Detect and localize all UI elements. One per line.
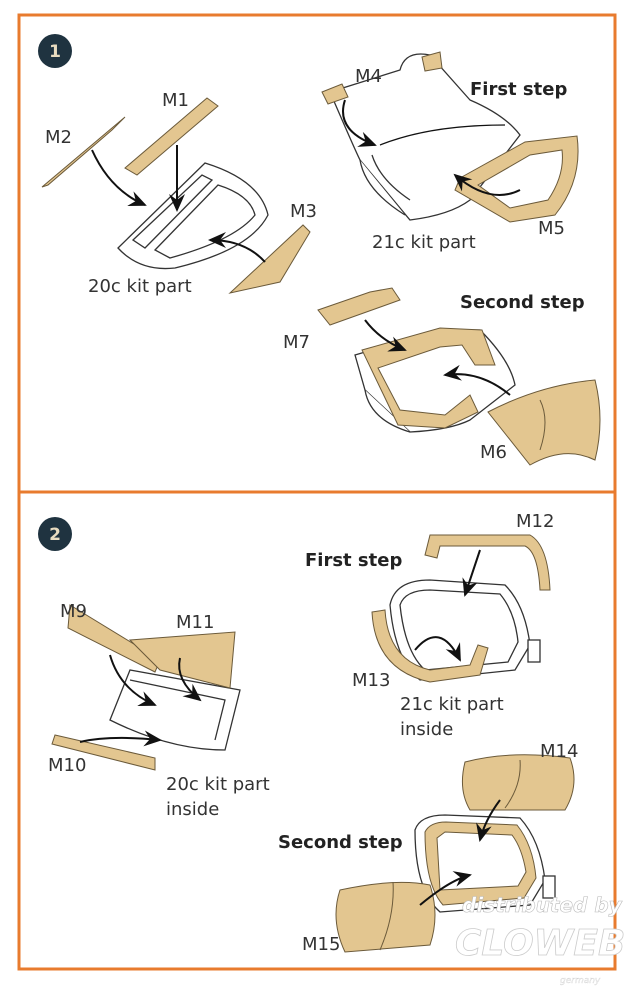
step-badge-2	[38, 517, 72, 551]
label-21c-inside-line2: inside	[400, 719, 453, 740]
watermark-line1: distributed by	[462, 893, 623, 917]
step-number-2: 2	[49, 525, 61, 545]
label-m4: M4	[355, 66, 382, 87]
mask-m2	[41, 116, 126, 188]
watermark-logo: CLOWEB	[455, 923, 625, 964]
label-m12: M12	[516, 511, 554, 532]
label-m14: M14	[540, 741, 578, 762]
label-m10: M10	[48, 755, 86, 776]
label-m15: M15	[302, 934, 340, 955]
label-m2: M2	[45, 127, 72, 148]
label-m5: M5	[538, 218, 565, 239]
mask-m10	[51, 734, 156, 771]
mask-m4b	[421, 51, 443, 72]
second-step-heading-1: Second step	[460, 292, 585, 313]
mask-applied-second	[424, 821, 537, 906]
label-20c-kit-part: 20c kit part	[88, 276, 192, 297]
first-step-heading-1: First step	[470, 79, 567, 100]
mask-m13	[371, 609, 489, 683]
label-20c-inside-line1: 20c kit part	[166, 774, 270, 795]
label-m3: M3	[290, 201, 317, 222]
label-21c-inside-line1: 21c kit part	[400, 694, 504, 715]
panel-2: 2 M9 M11 M10 20c kit part inside First s…	[38, 511, 578, 955]
label-21c-kit-part: 21c kit part	[372, 232, 476, 253]
label-m9: M9	[60, 601, 87, 622]
mask-m5	[454, 135, 579, 223]
canopy-20c-part	[117, 162, 269, 270]
mask-m11	[128, 631, 236, 689]
mask-m7-applied	[361, 327, 496, 429]
mask-m9	[67, 604, 161, 673]
mask-m1	[124, 97, 219, 176]
label-m6: M6	[480, 442, 507, 463]
label-m1: M1	[162, 90, 189, 111]
mask-m6	[487, 379, 601, 466]
step-badge-1	[38, 34, 72, 68]
canopy-21c-part-inside-first	[389, 579, 541, 681]
mask-m3	[228, 224, 311, 294]
panel-2-frame	[17, 490, 617, 971]
second-step-heading-2: Second step	[278, 832, 403, 853]
label-m13: M13	[352, 670, 390, 691]
mask-m12	[424, 534, 551, 591]
panel-1: 1 M2 M1 M3 20c kit part M4 First step M5…	[38, 34, 601, 466]
distributor-watermark: distributed by CLOWEB germany	[455, 893, 626, 986]
label-m11: M11	[176, 612, 214, 633]
watermark-line3: germany	[560, 976, 601, 986]
mask-m4a	[321, 83, 349, 105]
mask-m7	[317, 287, 401, 326]
step-number-1: 1	[49, 42, 61, 62]
label-20c-inside-line2: inside	[166, 799, 219, 820]
mask-m15	[335, 881, 436, 953]
first-step-heading-2: First step	[305, 550, 402, 571]
label-m7: M7	[283, 332, 310, 353]
